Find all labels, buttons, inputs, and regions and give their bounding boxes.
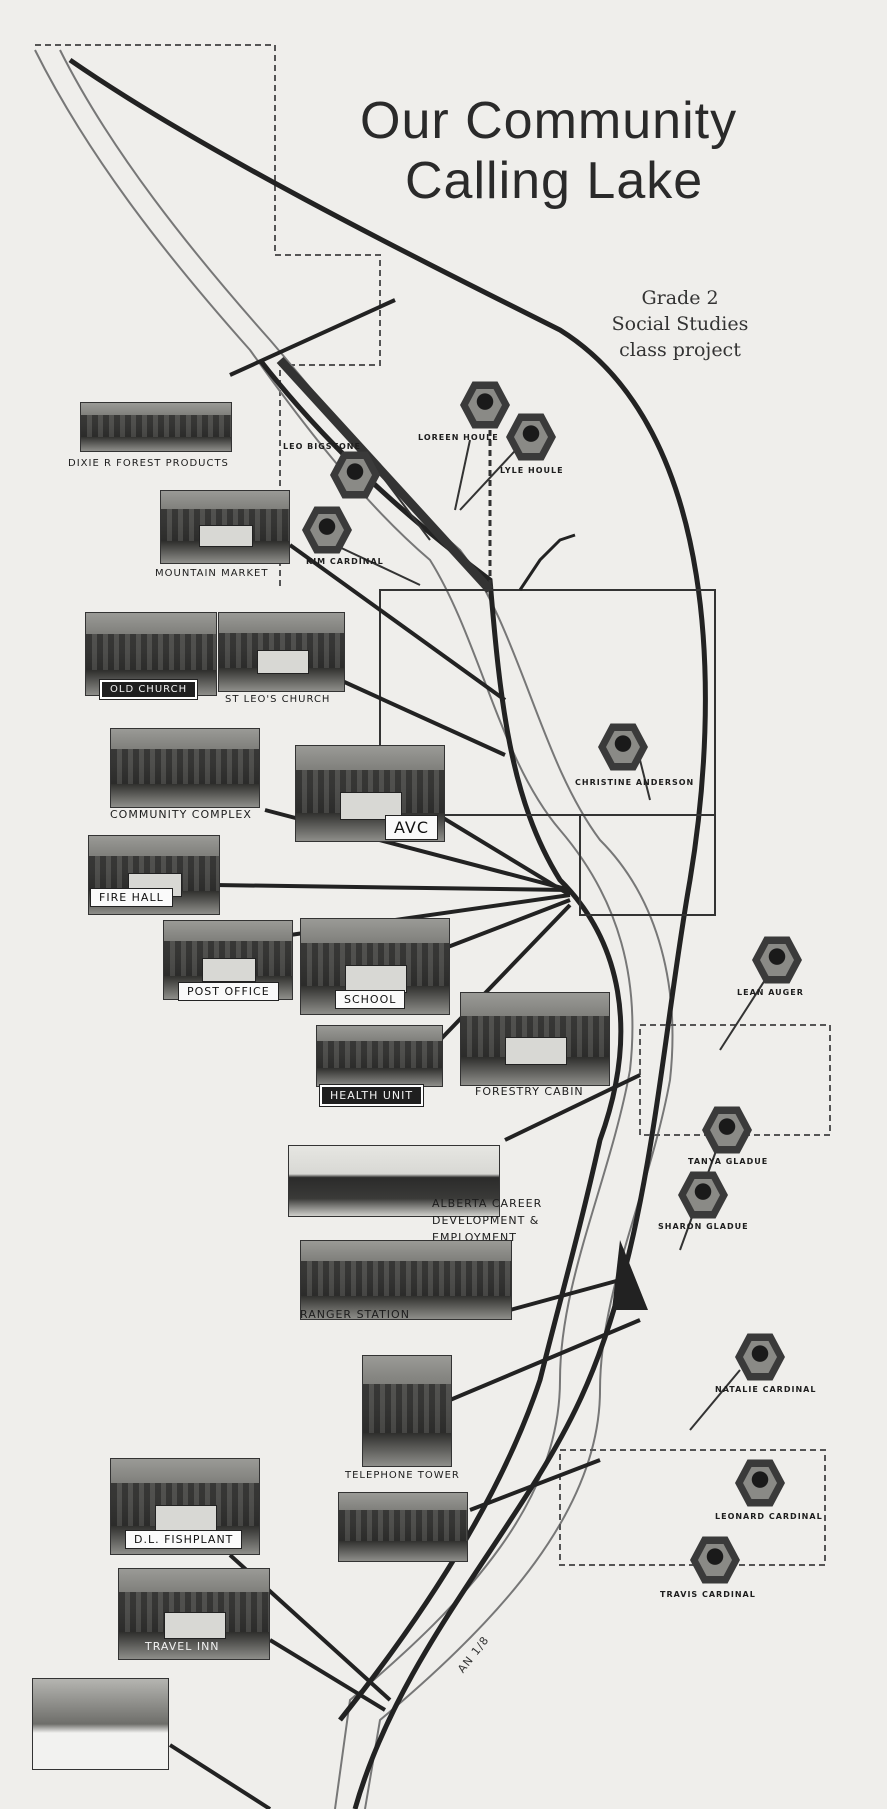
student-label-natalie: NATALIE CARDINAL: [715, 1385, 817, 1394]
label-st-leo-church: ST LEO'S CHURCH: [225, 694, 331, 705]
photo-travel-inn: [118, 1568, 270, 1660]
student-hex-sharon: [678, 1171, 728, 1219]
student-hex-travis: [690, 1536, 740, 1584]
label-avc: AVC: [385, 815, 439, 840]
label-old-church: OLD CHURCH: [98, 679, 199, 700]
label-career-line-2: DEVELOPMENT &: [432, 1214, 540, 1227]
photo-bottom-left: [32, 1678, 169, 1770]
photo-ranger-station: [300, 1240, 512, 1320]
label-community-complex: COMMUNITY COMPLEX: [110, 808, 252, 821]
photo-career-development: [288, 1145, 500, 1217]
title-line-2: Calling Lake: [405, 151, 704, 210]
student-hex-natalie: [735, 1333, 785, 1381]
label-fishplant: D.L. FISHPLANT: [125, 1530, 243, 1549]
note-line-2: Social Studies: [611, 313, 749, 335]
label-travel-inn: TRAVEL INN: [145, 1640, 220, 1653]
label-dixie: DIXIE R FOREST PRODUCTS: [68, 458, 229, 469]
student-label-lyle: LYLE HOULE: [500, 466, 564, 475]
photo-post-office: [163, 920, 293, 1000]
student-hex-leonard: [735, 1459, 785, 1507]
label-health-unit: HEALTH UNIT: [318, 1084, 425, 1107]
photo-health-unit: [316, 1025, 443, 1087]
photo-forestry-cabin: [460, 992, 610, 1086]
label-market: MOUNTAIN MARKET: [155, 568, 269, 579]
student-label-tanya: TANYA GLADUE: [688, 1157, 769, 1166]
project-note: Grade 2 Social Studies class project: [585, 285, 775, 363]
photo-telephone-tower: [362, 1355, 452, 1467]
student-hex-leo: [330, 451, 380, 499]
photo-school: [300, 918, 450, 1015]
student-label-sharon: SHARON GLADUE: [658, 1222, 749, 1231]
label-fire-hall: FIRE HALL: [90, 888, 173, 907]
student-label-lean: LEAN AUGER: [737, 988, 804, 997]
note-line-1: Grade 2: [641, 287, 719, 309]
photo-market: [160, 490, 290, 564]
student-hex-tanya: [702, 1106, 752, 1154]
label-career-line-1: ALBERTA CAREER: [432, 1197, 543, 1210]
student-label-leo: LEO BIGSTONE: [283, 442, 361, 451]
student-label-christine: CHRISTINE ANDERSON: [575, 778, 695, 787]
photo-dixie: [80, 402, 232, 452]
student-label-leonard: LEONARD CARDINAL: [715, 1512, 823, 1521]
photo-avc: [295, 745, 445, 842]
map-title: Our Community Calling Lake: [360, 92, 737, 212]
student-label-travis: TRAVIS CARDINAL: [660, 1590, 756, 1599]
student-hex-loreen: [460, 381, 510, 429]
label-forestry-cabin: FORESTRY CABIN: [475, 1085, 584, 1098]
photo-memorial-park: [338, 1492, 468, 1562]
title-line-1: Our Community: [360, 92, 738, 150]
note-line-3: class project: [619, 339, 741, 361]
student-label-kim: KIM CARDINAL: [306, 557, 384, 566]
student-label-loreen: LOREEN HOULE: [418, 433, 499, 442]
label-school: SCHOOL: [335, 990, 406, 1009]
label-telephone-tower: TELEPHONE TOWER: [345, 1470, 460, 1481]
label-ranger-station: RANGER STATION: [300, 1308, 410, 1321]
photo-community-complex: [110, 728, 260, 808]
photo-st-leo-church: [218, 612, 345, 692]
label-post-office: POST OFFICE: [178, 982, 279, 1001]
